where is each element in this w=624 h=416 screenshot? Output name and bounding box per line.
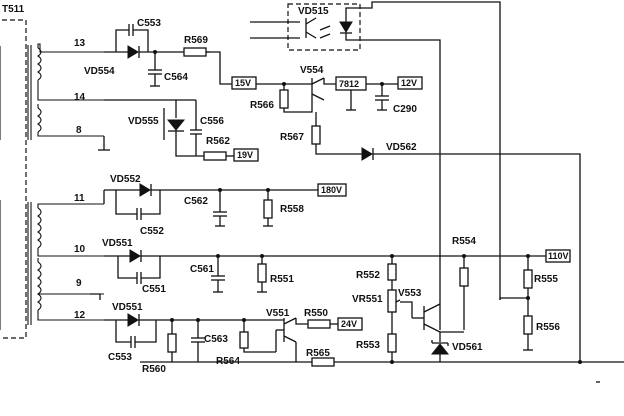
label-r567: R567 [280, 132, 304, 143]
regulator-7812: 7812 [339, 79, 359, 89]
pin-9: 9 [76, 278, 82, 289]
label-vd555: VD555 [128, 116, 159, 127]
rail-110v-section: VD551 C551 C561 R551 110V [90, 238, 571, 300]
pin-10: 10 [74, 244, 86, 255]
label-r556: R556 [536, 322, 560, 333]
rail-19v-section: VD555 C556 R562 19V [98, 99, 259, 162]
transformer-label: T511 [2, 4, 25, 15]
label-v551: V551 [266, 308, 290, 319]
label-c563: C563 [204, 334, 228, 345]
rail-12v: 12V [401, 78, 417, 88]
feedback-network: R554 R552 VR551 V553 R553 VD561 [352, 236, 560, 364]
label-c290: C290 [393, 104, 417, 115]
label-r552: R552 [356, 270, 380, 281]
label-c564: C564 [164, 72, 188, 83]
pin-8: 8 [76, 125, 82, 136]
label-vd562: VD562 [386, 142, 417, 153]
label-r555: R555 [534, 274, 558, 285]
label-c562: C562 [184, 196, 208, 207]
label-r551: R551 [270, 274, 294, 285]
label-r553: R553 [356, 340, 380, 351]
rail-24v-section: VD551 C553 R560 C563 R564 V551 [104, 302, 624, 375]
label-r569: R569 [184, 35, 208, 46]
label-c552: C552 [140, 226, 164, 237]
rail-180v: 180V [321, 185, 342, 195]
label-c553-top: C553 [137, 18, 161, 29]
label-vd561: VD561 [452, 342, 483, 353]
label-r560: R560 [142, 364, 166, 375]
label-vd515: VD515 [298, 6, 329, 17]
label-r562: R562 [206, 136, 230, 147]
pin-11: 11 [74, 193, 85, 204]
label-c556: C556 [200, 116, 224, 127]
label-vd554: VD554 [84, 66, 115, 77]
label-r558: R558 [280, 204, 304, 215]
transformer-t511: T511 13 14 8 11 10 9 12 [0, 4, 104, 339]
pin-12: 12 [74, 310, 86, 321]
label-v553: V553 [398, 288, 422, 299]
label-r550: R550 [304, 308, 328, 319]
label-r554: R554 [452, 236, 476, 247]
rail-24v: 24V [341, 319, 357, 329]
optocoupler-vd515: VD515 [250, 1, 501, 330]
rail-110v: 110V [548, 251, 569, 261]
rail-19v: 19V [237, 150, 253, 160]
label-c561: C561 [190, 264, 214, 275]
label-r565: R565 [306, 348, 330, 359]
label-vr551: VR551 [352, 294, 383, 305]
pin-13: 13 [74, 38, 86, 49]
label-c551: C551 [142, 284, 166, 295]
label-vd552: VD552 [110, 174, 141, 185]
pin-14: 14 [74, 92, 86, 103]
label-vd551-bottom: VD551 [112, 302, 143, 313]
rail-15v-section: C553 VD554 C564 R569 15V [84, 18, 312, 90]
regulator-section: V554 R566 7812 C290 12V R567 [250, 65, 581, 362]
label-v554: V554 [300, 65, 324, 76]
label-vd551-top: VD551 [102, 238, 133, 249]
rail-180v-section: VD552 C552 C562 R558 180V [103, 174, 347, 237]
label-c553-bottom: C553 [108, 352, 132, 363]
label-r566: R566 [250, 100, 274, 111]
rail-15v: 15V [235, 78, 251, 88]
